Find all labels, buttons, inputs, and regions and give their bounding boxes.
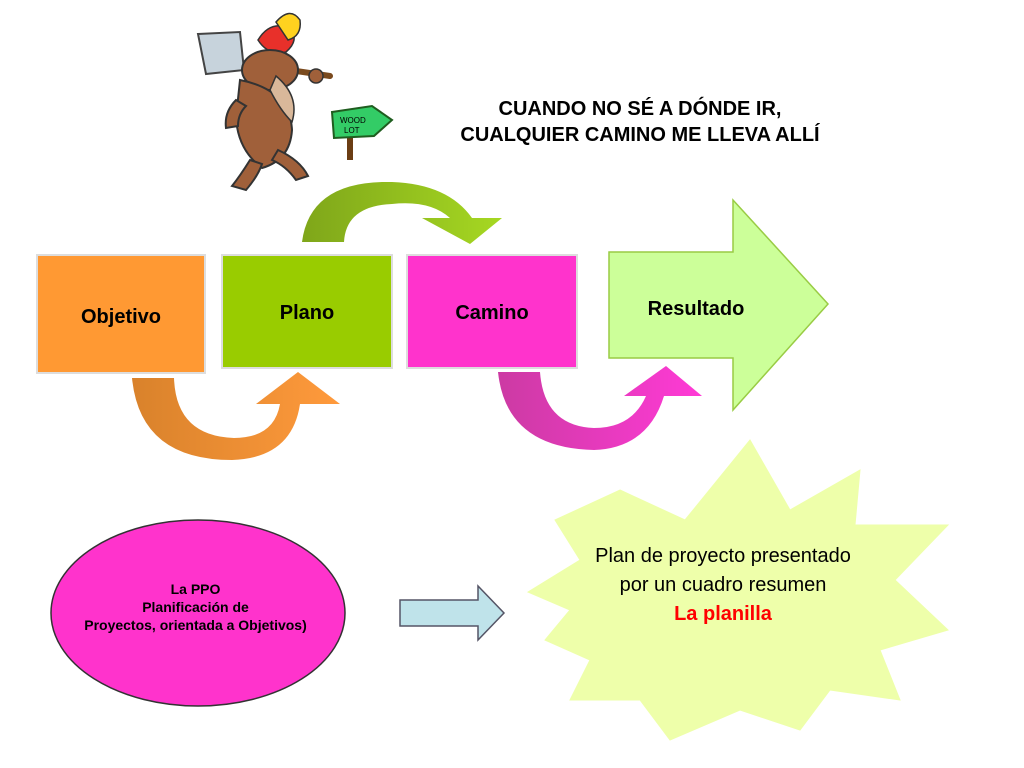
label-plano: Plano bbox=[279, 302, 335, 324]
curved-arrow-camino-resultado bbox=[498, 366, 702, 450]
ppo-line-1: La PPO bbox=[170, 581, 221, 597]
quote-title: CUANDO NO SÉ A DÓNDE IR, CUALQUIER CAMIN… bbox=[380, 96, 900, 148]
ppo-line-2: Planificación de bbox=[142, 599, 249, 615]
ppo-line-3: Proyectos, orientada a Objetivos) bbox=[84, 617, 307, 633]
box-camino bbox=[406, 254, 578, 369]
label-resultado: Resultado bbox=[647, 298, 745, 320]
starburst-shape bbox=[526, 439, 950, 741]
ppo-text: La PPO Planificación de Proyectos, orien… bbox=[48, 580, 343, 634]
wood-lot-sign: WOOD LOT bbox=[330, 104, 394, 160]
label-objetivo: Objetivo bbox=[80, 306, 161, 328]
quote-line-1: CUANDO NO SÉ A DÓNDE IR, bbox=[498, 98, 782, 120]
small-block-arrow bbox=[399, 584, 506, 642]
curved-arrow-objetivo-plano bbox=[132, 372, 340, 460]
box-objetivo bbox=[36, 254, 206, 374]
sign-text-line2: LOT bbox=[344, 126, 360, 135]
quote-line-2: CUALQUIER CAMINO ME LLEVA ALLÍ bbox=[460, 124, 820, 146]
label-camino: Camino bbox=[455, 302, 529, 324]
ppo-ellipse bbox=[50, 519, 346, 707]
sign-text-line1: WOOD bbox=[340, 116, 366, 125]
box-plano bbox=[221, 254, 393, 369]
curved-arrow-plano-camino bbox=[302, 181, 502, 244]
plan-text: Plan de proyecto presentado por un cuadr… bbox=[540, 542, 906, 629]
arrow-resultado bbox=[608, 198, 830, 412]
plan-highlight: La planilla bbox=[674, 603, 772, 625]
mascot-illustration bbox=[196, 12, 333, 192]
plan-line-1: Plan de proyecto presentado bbox=[595, 545, 851, 567]
plan-line-2: por un cuadro resumen bbox=[619, 574, 827, 596]
